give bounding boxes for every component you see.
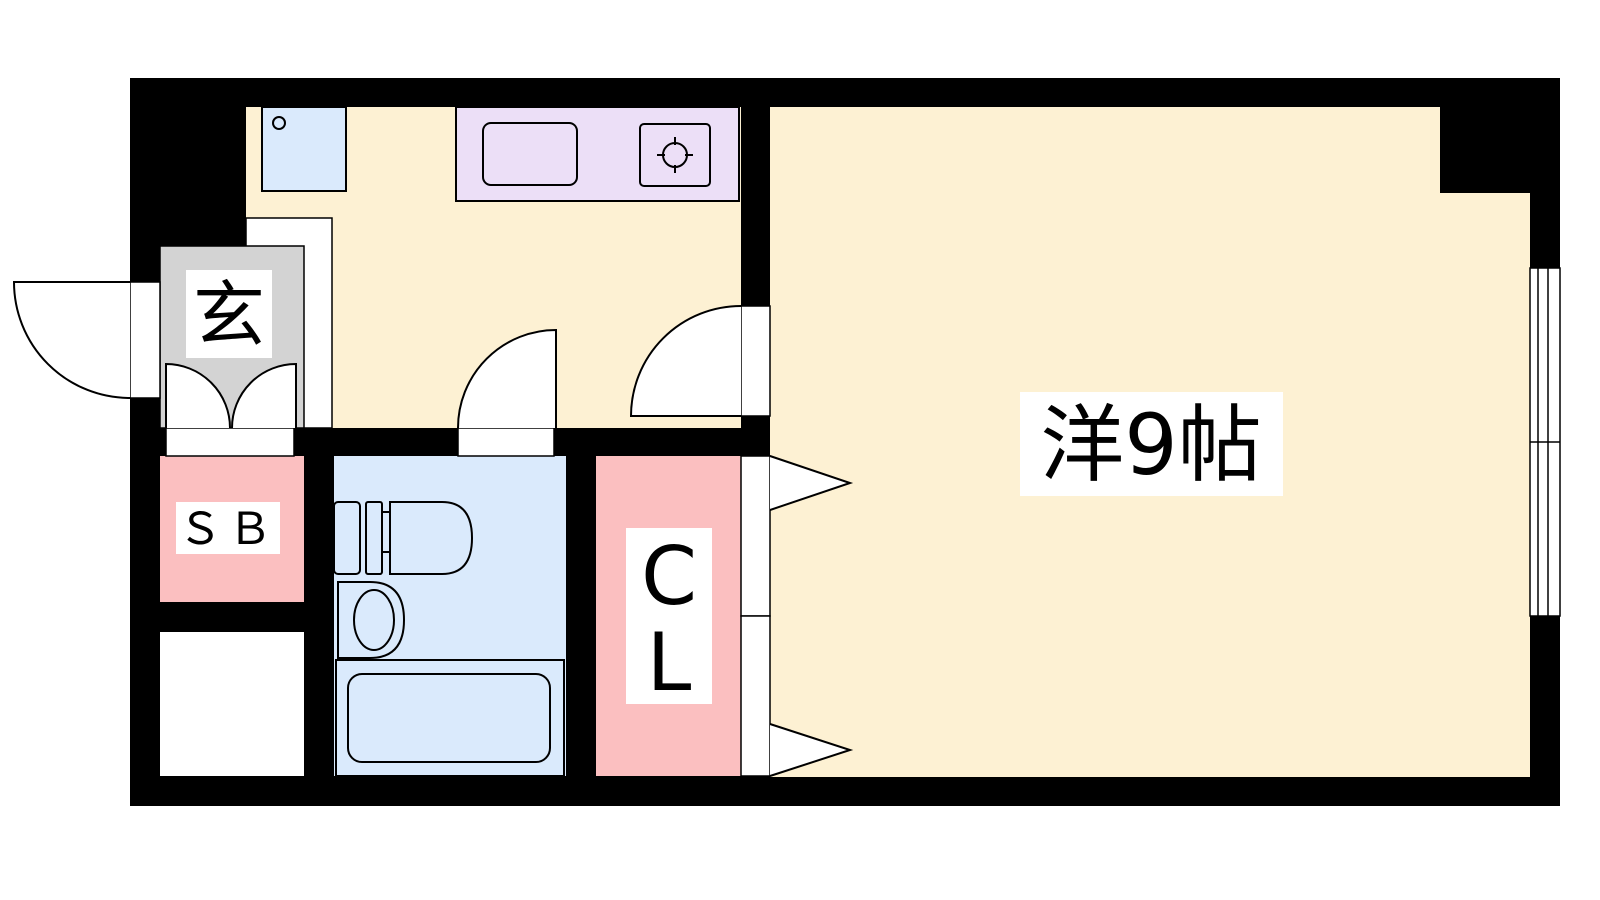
shoe-box-label: ＳＢ: [176, 502, 280, 555]
shoebox-door-opening: [165, 427, 295, 457]
room-door-opening: [740, 305, 771, 417]
wall-sb-storage: [130, 602, 334, 632]
closet-label-c: C: [641, 530, 697, 623]
wall-bath-closet: [566, 428, 596, 806]
closet-label-l: L: [647, 616, 692, 709]
entrance-label: 玄: [186, 270, 272, 358]
closet-label: C L: [626, 528, 712, 709]
western-room-label-text: 洋9帖: [1040, 396, 1261, 494]
closet-door-bottom: [740, 615, 771, 777]
shoebox-door-left: [165, 362, 231, 429]
front-door-swing: [12, 281, 131, 399]
shoebox-door-right: [231, 362, 297, 429]
western-room-label: 洋9帖: [1020, 392, 1283, 496]
front-door-opening: [129, 281, 161, 399]
bathroom-door-swing: [457, 328, 557, 429]
closet-folding-door-bottom: [769, 723, 854, 777]
burner-icon: [657, 137, 693, 173]
closet-folding-door-top: [769, 455, 854, 511]
bathtub-icon: [335, 659, 565, 777]
western-room-floor-right: [1438, 193, 1530, 777]
closet-door-top: [740, 455, 771, 617]
shoe-box-label-text: ＳＢ: [178, 504, 278, 555]
stove: [639, 123, 711, 187]
storage-room: [160, 632, 304, 776]
wall-top-left-pillar: [130, 78, 246, 246]
washbasin-icon: [337, 581, 406, 659]
sink: [482, 122, 578, 186]
bathroom-door-opening: [457, 427, 555, 457]
fridge: [261, 106, 347, 192]
room-door-swing: [629, 305, 742, 417]
toilet-icon: [333, 501, 474, 575]
fridge-knob: [272, 116, 286, 130]
entrance-label-text: 玄: [193, 273, 265, 357]
